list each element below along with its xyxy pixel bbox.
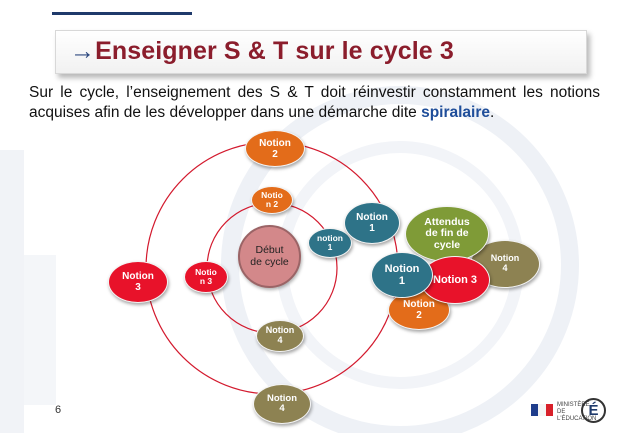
intro-end: .: [490, 104, 495, 121]
goal-line-2: de fin de: [425, 227, 469, 240]
title-arrow-icon: →: [70, 37, 96, 65]
ring-notion-2-line-1: Notion: [259, 137, 291, 149]
page-title: →Enseigner S & T sur le cycle 3: [70, 37, 454, 66]
ministry-line-1: MINISTÈRE: [557, 402, 590, 408]
inner-notion-1-line-2: 1: [327, 242, 333, 252]
intro-text: Sur le cycle, l’enseignement des S & T d…: [29, 84, 600, 121]
french-flag-icon: [531, 404, 553, 416]
title-text: Enseigner S & T sur le cycle 3: [95, 37, 454, 65]
goal-notion-1-line-1: Notion: [384, 262, 420, 275]
ring-notion-3-line-2: 3: [135, 282, 141, 293]
goal-notion-1-line-2: 1: [398, 275, 406, 287]
goal-notion-3-label: Notion 3: [433, 273, 477, 286]
ring-notion-1-line-1: Notion: [356, 212, 388, 223]
education-logo-icon: É: [581, 398, 606, 423]
page-number: 6: [55, 404, 62, 416]
goal-notion-4-line-1: Notion: [490, 253, 520, 264]
outer-notion-4-line-2: 4: [279, 403, 285, 414]
inner-notion-3-line-1: Notio: [195, 266, 217, 277]
ring-notion-4-line-2: 4: [277, 335, 283, 345]
ring-notion-1-line-2: 1: [369, 223, 375, 234]
inner-notion-3-line-2: n 3: [199, 276, 213, 286]
goal-notion-2-line-1: Notion: [403, 299, 435, 310]
goal-notion-4-line-2: 4: [502, 263, 508, 273]
outer-notion-4-line-1: Notion: [266, 392, 298, 404]
ministry-wordmark: MINISTÈRE DE L'ÉDUCATION: [557, 402, 596, 423]
inner-notion-1-line-1: notion: [317, 232, 343, 243]
ring-notion-3-line-1: Notion: [122, 271, 154, 282]
intro-keyword: spiralaire: [421, 104, 491, 121]
header-accent-line: [52, 12, 192, 15]
goal-notion-2-line-2: 2: [416, 310, 422, 321]
inner-notion-2-line-1: Notio: [261, 189, 283, 200]
inner-notion-2-line-2: n 2: [265, 199, 279, 209]
ministry-line-3: L'ÉDUCATION: [557, 416, 597, 422]
ring-notion-2-line-2: 2: [272, 148, 278, 160]
center-line-1: Début: [255, 243, 284, 256]
intro-paragraph: Sur le cycle, l’enseignement des S & T d…: [29, 83, 600, 123]
ministry-line-2: DE: [557, 409, 566, 415]
center-line-2: de cycle: [250, 255, 289, 268]
goal-line-3: cycle: [433, 238, 461, 251]
title-banner: →Enseigner S & T sur le cycle 3: [55, 30, 587, 74]
goal-line-1: Attendus: [424, 215, 470, 228]
ring-notion-4-line-1: Notion: [265, 325, 295, 336]
